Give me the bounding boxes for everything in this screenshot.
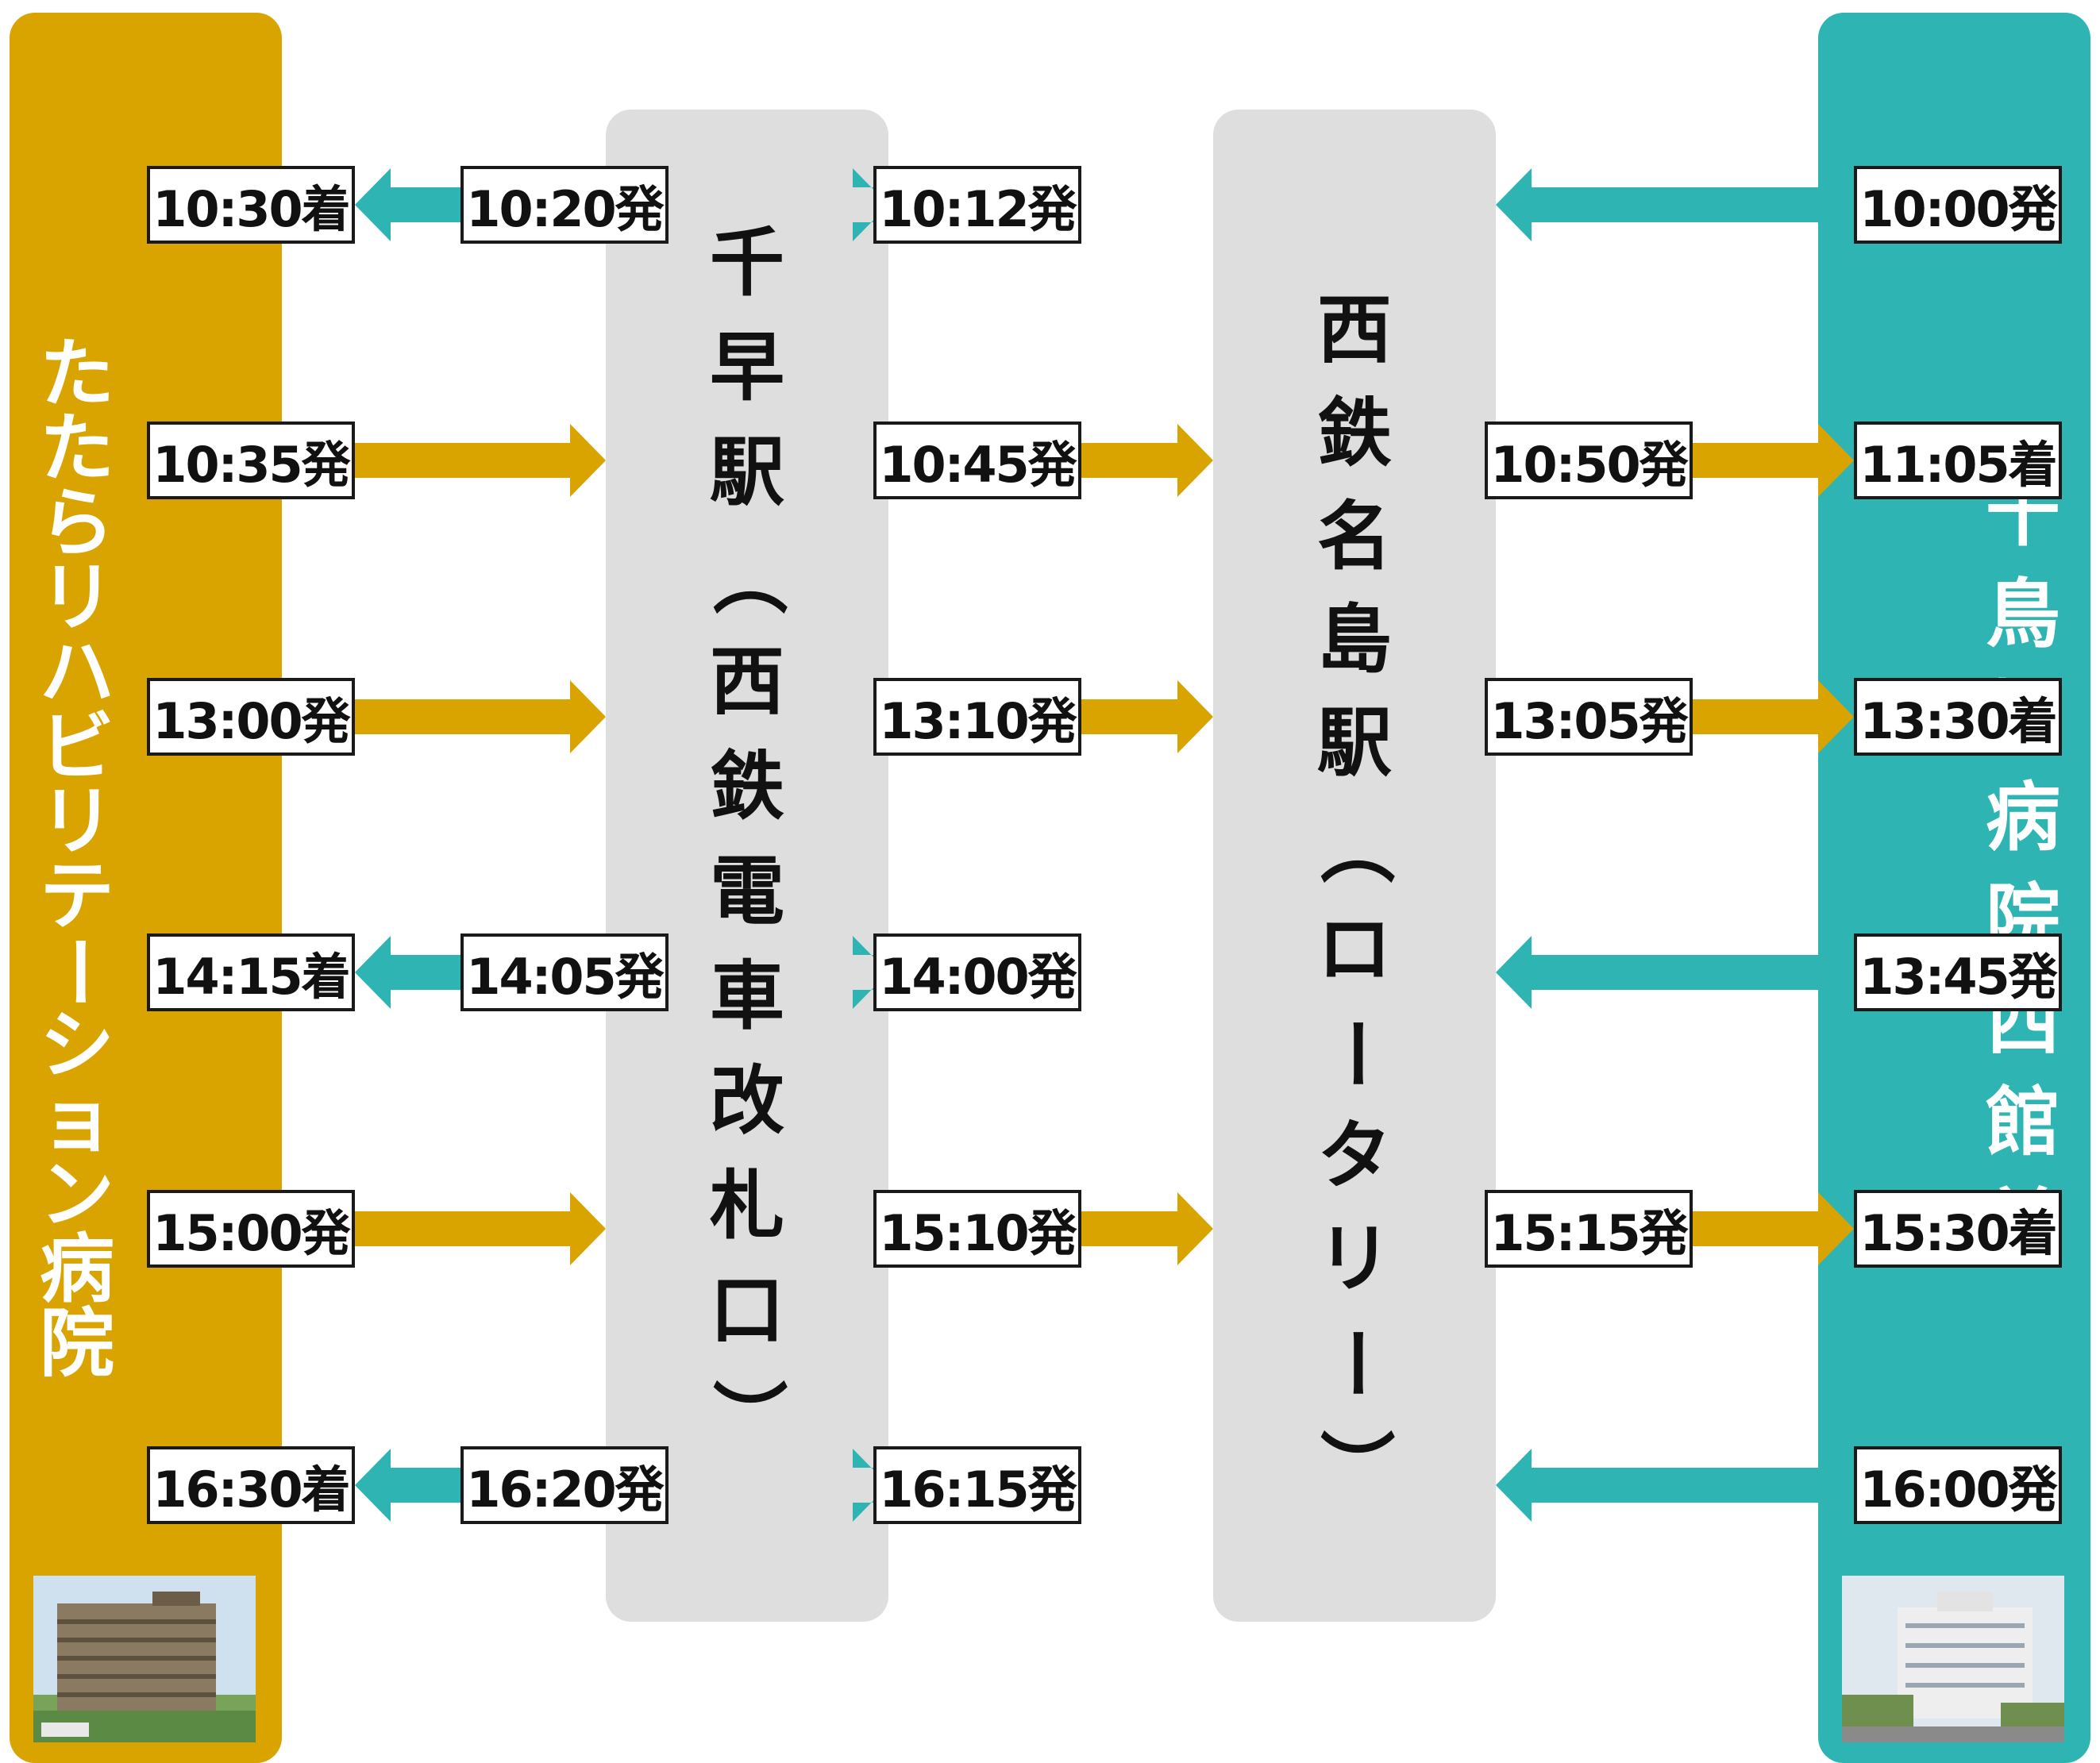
time-box-c1: 16:30着 — [147, 1446, 355, 1524]
time-box-c1: 14:15着 — [147, 933, 355, 1011]
arrow-east — [355, 680, 606, 753]
time-box-c5: 13:30着 — [1854, 678, 2062, 756]
right-building-photo — [1842, 1576, 2064, 1742]
time-box-c1: 10:35発 — [147, 422, 355, 499]
time-box-c2: 14:05発 — [460, 933, 669, 1011]
arrow-west — [1496, 168, 1854, 241]
nishitetsu-najima-station-bar — [1213, 110, 1496, 1622]
arrow-west — [853, 1449, 888, 1522]
time-box-c5: 13:45発 — [1854, 933, 2062, 1011]
arrow-west — [355, 168, 460, 241]
time-box-c5: 15:30着 — [1854, 1190, 2062, 1268]
time-box-c3: 15:10発 — [873, 1190, 1081, 1268]
arrow-west — [1496, 1449, 1854, 1522]
time-box-c3: 13:10発 — [873, 678, 1081, 756]
time-box-c2: 16:20発 — [460, 1446, 669, 1524]
arrow-east — [1081, 1192, 1213, 1265]
time-box-c4: 13:05発 — [1485, 678, 1693, 756]
arrow-west — [355, 1449, 460, 1522]
time-box-c5: 11:05着 — [1854, 422, 2062, 499]
time-box-c1: 13:00発 — [147, 678, 355, 756]
time-box-c5: 16:00発 — [1854, 1446, 2062, 1524]
time-box-c3: 10:45発 — [873, 422, 1081, 499]
nishitetsu-najima-station-name: 西鉄名島駅（ロータリー） — [1311, 287, 1398, 1504]
left-stop-name: たたらリハビリテーション病院 — [33, 331, 121, 1388]
arrow-east — [1081, 680, 1213, 753]
time-box-c3: 10:12発 — [873, 166, 1081, 244]
time-box-c3: 14:00発 — [873, 933, 1081, 1011]
time-box-c4: 15:15発 — [1485, 1190, 1693, 1268]
arrow-east — [1693, 424, 1854, 497]
arrow-west — [853, 936, 888, 1009]
arrow-west — [853, 168, 888, 241]
arrow-east — [355, 424, 606, 497]
time-box-c1: 10:30着 — [147, 166, 355, 244]
arrow-east — [355, 1192, 606, 1265]
arrow-east — [1693, 1192, 1854, 1265]
time-box-c1: 15:00発 — [147, 1190, 355, 1268]
chihaya-station-name: 千早駅（西鉄電車改札口） — [703, 220, 791, 1454]
left-building-photo — [33, 1576, 256, 1742]
time-box-c2: 10:20発 — [460, 166, 669, 244]
arrow-east — [1081, 424, 1213, 497]
arrow-west — [355, 936, 460, 1009]
arrow-east — [1693, 680, 1854, 753]
time-box-c5: 10:00発 — [1854, 166, 2062, 244]
time-box-c3: 16:15発 — [873, 1446, 1081, 1524]
arrow-west — [1496, 936, 1854, 1009]
chihaya-station-bar — [606, 110, 888, 1622]
time-box-c4: 10:50発 — [1485, 422, 1693, 499]
